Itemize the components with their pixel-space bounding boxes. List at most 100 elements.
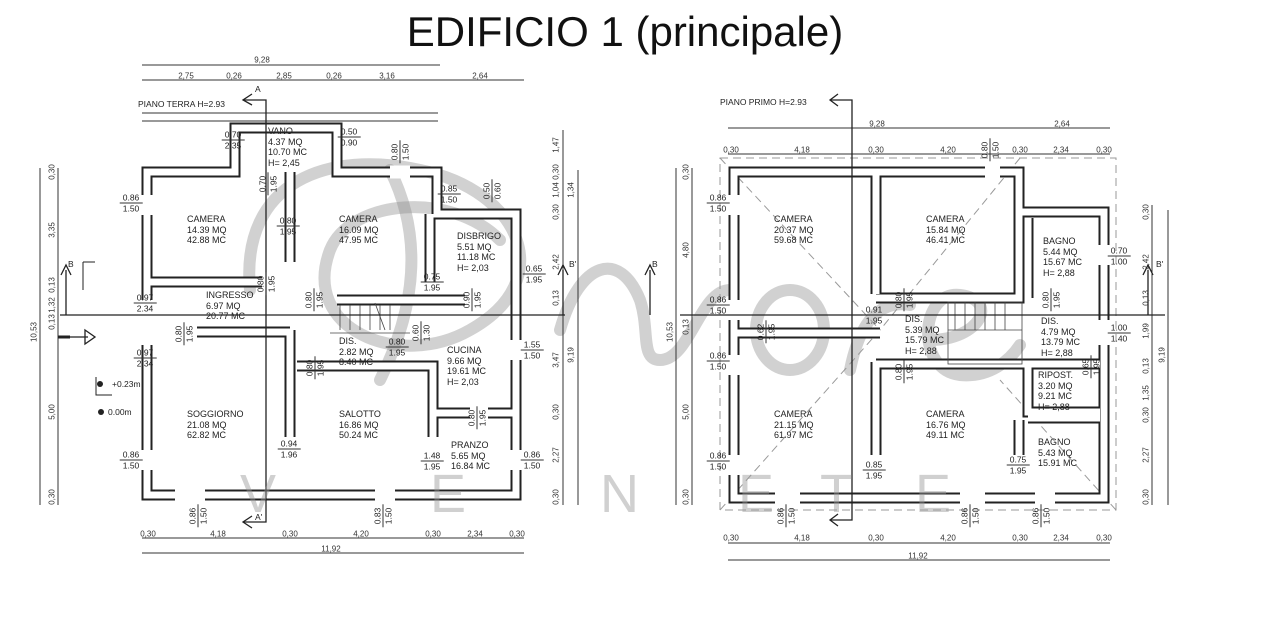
room-volume: 9.21 MC [1038, 391, 1073, 401]
watermark-letter: E [430, 464, 467, 524]
room-area: 2.82 MQ [339, 346, 374, 357]
opening-width: 0.86 [706, 351, 730, 362]
dimension-label: 0,13 [1141, 290, 1151, 306]
dimension-label: 0,30 [509, 529, 525, 539]
opening-width: 0.80 [276, 216, 300, 227]
opening-width: 0.80 [304, 356, 316, 380]
dimension-label: 1,32 [47, 297, 57, 313]
opening-height: 1.50 [709, 361, 727, 372]
dimension-label: 4,20 [940, 145, 956, 155]
level-label: +0.23m [112, 379, 141, 389]
dimension-label: 4,18 [210, 529, 226, 539]
ground-floor-label: PIANO TERRA H=2.93 [138, 99, 226, 109]
opening-width: 0.86 [706, 193, 730, 204]
opening-width: 0.86 [959, 504, 971, 528]
room-volume: 20.77 MC [206, 311, 246, 321]
room-volume: 8.40 MC [339, 357, 374, 367]
opening-width: 1.55 [520, 340, 544, 351]
opening-height: 1.95 [268, 175, 279, 193]
room-height: H= 2,88 [1041, 347, 1073, 358]
room-area: 5.43 MQ [1038, 447, 1073, 458]
dimension-label: 4,20 [940, 533, 956, 543]
opening-width: 0.94 [277, 439, 301, 450]
opening-height: 1.95 [904, 363, 915, 381]
room-name: CAMERA [774, 214, 813, 224]
room-name: SOGGIORNO [187, 409, 244, 419]
dimension-label: 9,28 [869, 119, 885, 129]
dimension-label: 9,28 [254, 55, 270, 65]
room-name: BAGNO [1038, 437, 1071, 447]
room-name: DIS. [339, 336, 357, 346]
room-area: 5.51 MQ [457, 241, 492, 252]
opening-height: 1.50 [990, 141, 1001, 159]
opening-width: 0.65 [1080, 355, 1092, 379]
room-area: 4.79 MQ [1041, 326, 1076, 337]
opening-height: 1.50 [383, 507, 394, 525]
opening-width: 0.80 [255, 272, 267, 296]
room-area: 9.66 MQ [447, 355, 482, 366]
opening-width: 0.86 [706, 295, 730, 306]
opening-width: 0.86 [119, 450, 143, 461]
opening-width: 0.86 [119, 193, 143, 204]
entrance-arrow-icon [70, 328, 97, 346]
dimension-label: 0,26 [326, 71, 342, 81]
dimension-label: 0,30 [723, 145, 739, 155]
room-area: 14.39 MQ [187, 224, 227, 235]
room-area: 16.76 MQ [926, 419, 966, 430]
level-label: 0.00m [108, 407, 132, 417]
room-height: H= 2,88 [1043, 267, 1075, 278]
room-volume: 49.11 MC [926, 430, 965, 440]
watermark-letter: T [820, 464, 853, 524]
dimension-lines [39, 64, 1169, 561]
dimension-label: 2,64 [472, 71, 488, 81]
opening-height: 1.95 [388, 347, 406, 358]
dimension-label: 3,16 [379, 71, 395, 81]
dimension-label: 0,30 [868, 145, 884, 155]
dimension-label: 1,99 [1141, 323, 1151, 339]
opening-height: 1.50 [709, 305, 727, 316]
dimension-label: 0,30 [1141, 407, 1151, 423]
room-name: CAMERA [339, 214, 378, 224]
dimension-label: 0,30 [140, 529, 156, 539]
dimension-label: 0,30 [1096, 145, 1112, 155]
dimension-label: 0,30 [551, 404, 561, 420]
dimension-label: 0,30 [551, 164, 561, 180]
room-name: SALOTTO [339, 409, 381, 419]
dimension-label: 2,27 [551, 447, 561, 463]
dimension-label: 4,80 [681, 242, 691, 258]
room-height: H= 2,88 [905, 345, 937, 356]
opening-height: 1.95 [472, 291, 483, 309]
dimension-label: 4,18 [794, 145, 810, 155]
dimension-label: 10,53 [29, 321, 39, 343]
room-area: 4.37 MQ [268, 136, 303, 147]
opening-width: 0.62 [755, 320, 767, 344]
room-volume: 62.82 MC [187, 430, 227, 440]
dimension-label: 2,42 [551, 254, 561, 270]
opening-height: 1.50 [198, 507, 209, 525]
opening-width: 0.86 [706, 451, 730, 462]
opening-width: 0.70 [1107, 246, 1131, 257]
opening-height: 1.50 [709, 203, 727, 214]
dimension-label: 0,30 [551, 489, 561, 505]
room-volume: 13.79 MC [1041, 337, 1081, 347]
opening-height: 1.50 [523, 350, 541, 361]
room-volume: 46.41 MC [926, 235, 966, 245]
opening-height: 1.95 [865, 315, 883, 326]
opening-height: 1.30 [421, 324, 432, 342]
opening-height: 1.95 [184, 325, 195, 343]
